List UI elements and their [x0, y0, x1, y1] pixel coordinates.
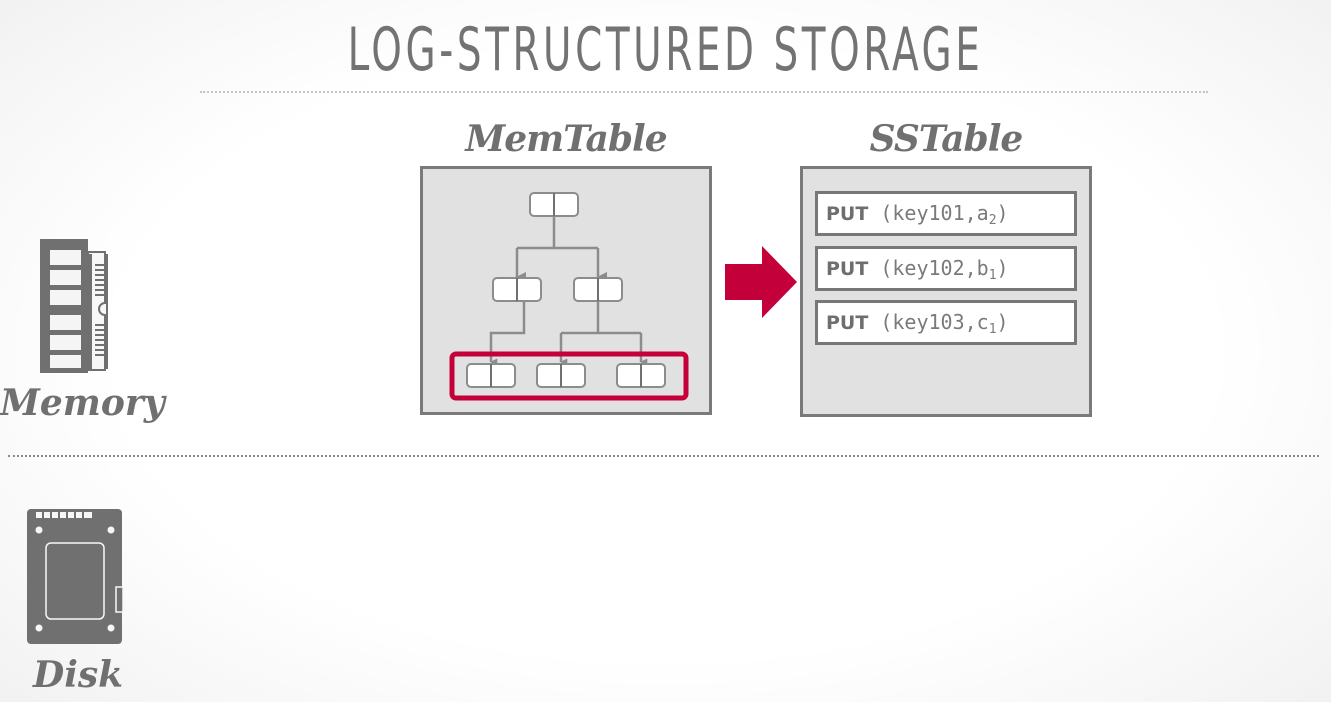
disk-tier-label: Disk [33, 654, 124, 696]
sstable-panel: PUT(key101,a2) PUT(key102,b1) PUT(key103… [800, 166, 1092, 417]
tree-nodes [466, 192, 666, 388]
entry-value: a [976, 201, 989, 225]
entry-value: c [976, 310, 989, 334]
tree-node-level2 [492, 277, 542, 302]
entry-paren-close: ) [996, 310, 1009, 334]
tree-node-leaf [616, 363, 666, 388]
entry-comma: , [964, 310, 977, 334]
entry-version: 1 [988, 322, 997, 337]
ram-module-icon [40, 239, 108, 373]
entry-paren-open: ( [880, 201, 893, 225]
tree-node-root [529, 192, 579, 217]
entry-op: PUT [826, 203, 869, 225]
entry-comma: , [964, 201, 977, 225]
sstable-entry: PUT (key103,c1) [815, 300, 1077, 345]
entry-version: 2 [988, 213, 997, 228]
memory-disk-divider [8, 455, 1319, 457]
sstable-label: SSTable [869, 118, 1024, 160]
entry-key: key103 [892, 310, 965, 334]
entry-paren-close: ) [996, 256, 1009, 280]
slide-title: LOG-STRUCTURED STORAGE [347, 15, 984, 85]
memtable-label: MemTable [465, 118, 667, 160]
entry-key: key102 [892, 256, 965, 280]
entry-op: PUT [826, 312, 869, 334]
tree-node-leaf [466, 363, 516, 388]
leaf-highlight-box [449, 351, 689, 401]
tree-node-level2 [573, 277, 623, 302]
entry-key: key101 [892, 201, 965, 225]
memory-tier-label: Memory [0, 382, 165, 424]
entry-paren-open: ( [880, 256, 893, 280]
entry-paren-open: ( [880, 310, 893, 334]
sstable-entry: PUT (key102,b1) [815, 246, 1077, 291]
entry-comma: , [964, 256, 977, 280]
sstable-entry: PUT (key101,a2) [815, 191, 1077, 236]
entry-paren-close: ) [996, 201, 1009, 225]
ssd-drive-icon [27, 509, 124, 644]
tree-node-leaf [536, 363, 586, 388]
title-divider [200, 91, 1208, 93]
tree-edge [489, 301, 526, 366]
tree-edges [489, 216, 648, 366]
right-arrow-icon [725, 246, 797, 318]
entry-op: PUT [826, 258, 869, 280]
entry-value: b [976, 256, 989, 280]
entry-version: 1 [988, 268, 997, 283]
